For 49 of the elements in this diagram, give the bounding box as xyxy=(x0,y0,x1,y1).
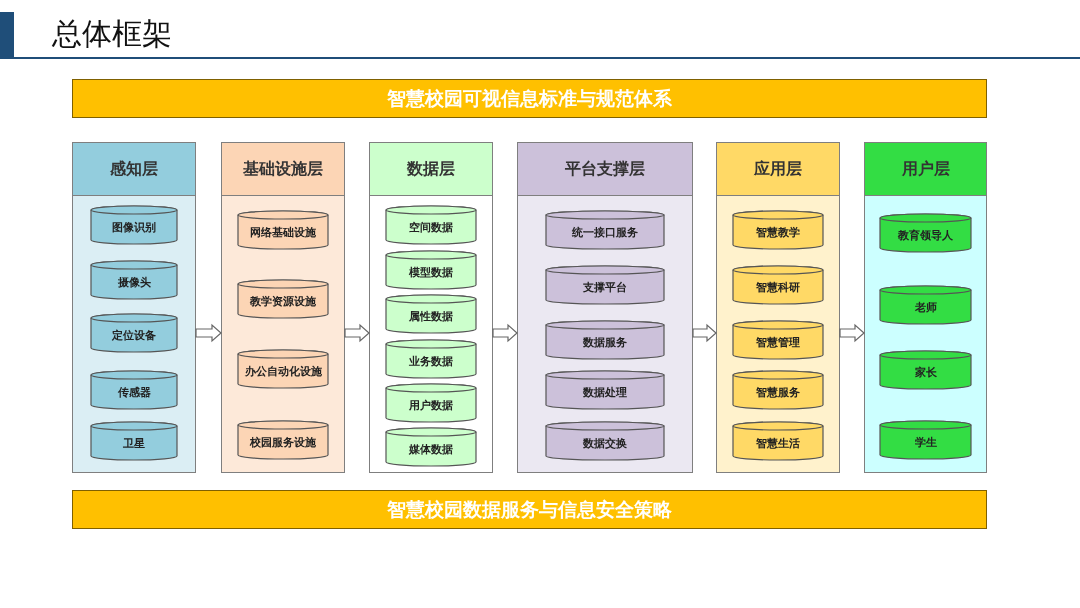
cylinder: 家长 xyxy=(879,350,972,390)
cylinder: 办公自动化设施 xyxy=(237,349,329,389)
layer-panel xyxy=(221,142,345,473)
layer-header: 用户层 xyxy=(865,143,986,196)
cylinder: 支撑平台 xyxy=(545,265,665,305)
layer-panel xyxy=(864,142,987,473)
hollow-arrow xyxy=(492,323,518,343)
cylinder: 数据处理 xyxy=(545,370,665,410)
hollow-arrow xyxy=(839,323,865,343)
cylinder: 空间数据 xyxy=(385,205,477,245)
cylinder: 属性数据 xyxy=(385,294,477,334)
cylinder: 网络基础设施 xyxy=(237,210,329,250)
cylinder: 数据交换 xyxy=(545,421,665,461)
layer-header: 数据层 xyxy=(370,143,492,196)
cylinder: 智慧服务 xyxy=(732,370,824,410)
cylinder: 统一接口服务 xyxy=(545,210,665,250)
slide-title: 总体框架 xyxy=(52,15,172,53)
cylinder: 学生 xyxy=(879,420,972,460)
layer-header: 基础设施层 xyxy=(222,143,344,196)
cylinder: 媒体数据 xyxy=(385,427,477,467)
layer-panel xyxy=(369,142,493,473)
cylinder: 数据服务 xyxy=(545,320,665,360)
cylinder: 智慧管理 xyxy=(732,320,824,360)
banner-bar: 智慧校园数据服务与信息安全策略 xyxy=(72,490,987,529)
cylinder: 教学资源设施 xyxy=(237,279,329,319)
layer-panel xyxy=(716,142,840,473)
cylinder: 教育领导人 xyxy=(879,213,972,253)
cylinder: 智慧生活 xyxy=(732,421,824,461)
hollow-arrow xyxy=(195,323,222,343)
cylinder: 图像识别 xyxy=(90,205,178,245)
layer-header: 平台支撑层 xyxy=(518,143,692,196)
layer-header: 应用层 xyxy=(717,143,839,196)
hollow-arrow xyxy=(344,323,370,343)
cylinder: 老师 xyxy=(879,285,972,325)
banner-bar: 智慧校园可视信息标准与规范体系 xyxy=(72,79,987,118)
hollow-arrow xyxy=(692,323,717,343)
cylinder: 卫星 xyxy=(90,421,178,461)
cylinder: 智慧科研 xyxy=(732,265,824,305)
cylinder: 传感器 xyxy=(90,370,178,410)
layer-panel xyxy=(72,142,196,473)
cylinder: 用户数据 xyxy=(385,383,477,423)
cylinder: 智慧教学 xyxy=(732,210,824,250)
cylinder: 校园服务设施 xyxy=(237,420,329,460)
cylinder: 模型数据 xyxy=(385,250,477,290)
cylinder: 摄像头 xyxy=(90,260,178,300)
layer-header: 感知层 xyxy=(73,143,195,196)
cylinder: 业务数据 xyxy=(385,339,477,379)
layer-panel xyxy=(517,142,693,473)
cylinder: 定位设备 xyxy=(90,313,178,353)
